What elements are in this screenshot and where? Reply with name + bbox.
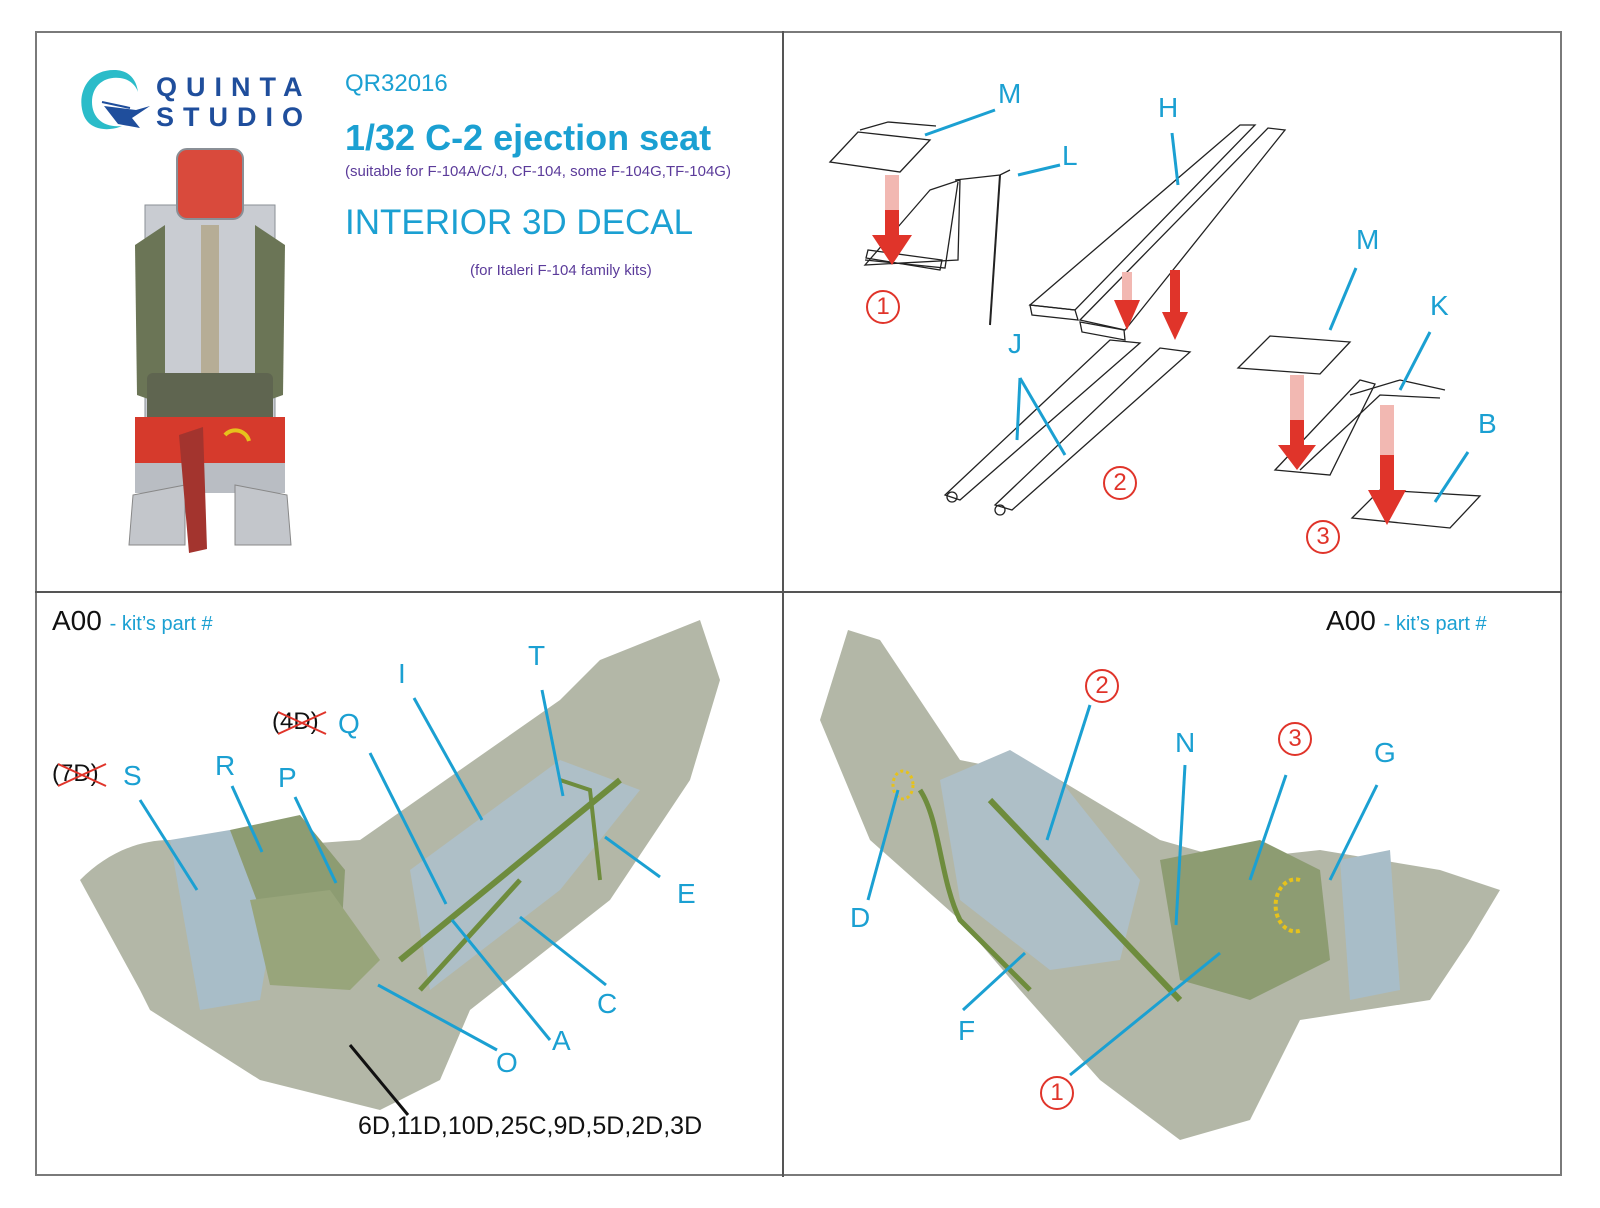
label-m: M <box>998 78 1022 109</box>
struck-part-4d: (4D) <box>272 708 327 736</box>
label-l: L <box>1062 140 1078 171</box>
label-o: O <box>496 1047 518 1078</box>
step-3-marker-seat: 3 <box>1278 722 1312 756</box>
label-b: B <box>1478 408 1497 439</box>
label-m-step3: M <box>1356 224 1380 255</box>
label-g: G <box>1374 737 1396 768</box>
product-subtitle: (suitable for F-104A/C/J, CF-104, some F… <box>345 163 731 180</box>
label-c: C <box>597 988 618 1019</box>
vertical-divider <box>782 31 784 1177</box>
red-arrows <box>872 175 1406 525</box>
label-n: N <box>1175 727 1196 758</box>
kit-part-list: 6D,11D,10D,25C,9D,5D,2D,3D <box>358 1112 703 1140</box>
step-2-marker-seat: 2 <box>1085 669 1119 703</box>
kit-part-legend-left: A00 - kit’s part # <box>52 605 213 637</box>
brand-name-line2: STUDIO <box>156 102 313 132</box>
sheet-frame <box>35 31 1562 1176</box>
kit-compatibility-note: (for Italeri F-104 family kits) <box>470 262 652 279</box>
kit-part-legend-right: A00 - kit’s part # <box>1326 605 1487 637</box>
label-a: A <box>552 1025 571 1056</box>
step-1-marker-seat: 1 <box>1040 1076 1074 1110</box>
horizontal-divider <box>35 591 1562 593</box>
quinta-q-logo-icon <box>81 70 150 130</box>
kit-part-label: - kit’s part # <box>109 613 213 635</box>
brand-name-line1: QUINTA <box>156 72 312 102</box>
kit-part-code: A00 <box>1326 605 1376 636</box>
label-t: T <box>528 640 546 671</box>
label-q: Q <box>338 708 360 739</box>
label-k: K <box>1430 290 1449 321</box>
step-2-marker: 2 <box>1103 466 1137 500</box>
label-s: S <box>123 760 142 791</box>
seat-photo <box>128 148 292 553</box>
label-r: R <box>215 750 236 781</box>
kit-part-label: - kit’s part # <box>1383 613 1487 635</box>
product-title: 1/32 C-2 ejection seat <box>345 117 712 158</box>
label-p: P <box>278 762 297 793</box>
leader-lines <box>924 108 1470 503</box>
strike-x-icon <box>277 711 327 735</box>
strap-m-top <box>828 131 932 173</box>
label-j: J <box>1008 328 1022 359</box>
label-h: H <box>1158 92 1179 123</box>
product-sku: QR32016 <box>345 70 448 97</box>
label-e: E <box>677 878 696 909</box>
kit-part-code: A00 <box>52 605 102 636</box>
label-f: F <box>958 1015 976 1046</box>
step-1-marker: 1 <box>866 290 900 324</box>
strike-x-icon <box>57 763 107 787</box>
label-i: I <box>398 658 406 689</box>
struck-part-7d: (7D) <box>52 760 107 788</box>
product-type: INTERIOR 3D DECAL <box>345 203 694 242</box>
label-d: D <box>850 902 871 933</box>
step-3-marker: 3 <box>1306 520 1340 554</box>
